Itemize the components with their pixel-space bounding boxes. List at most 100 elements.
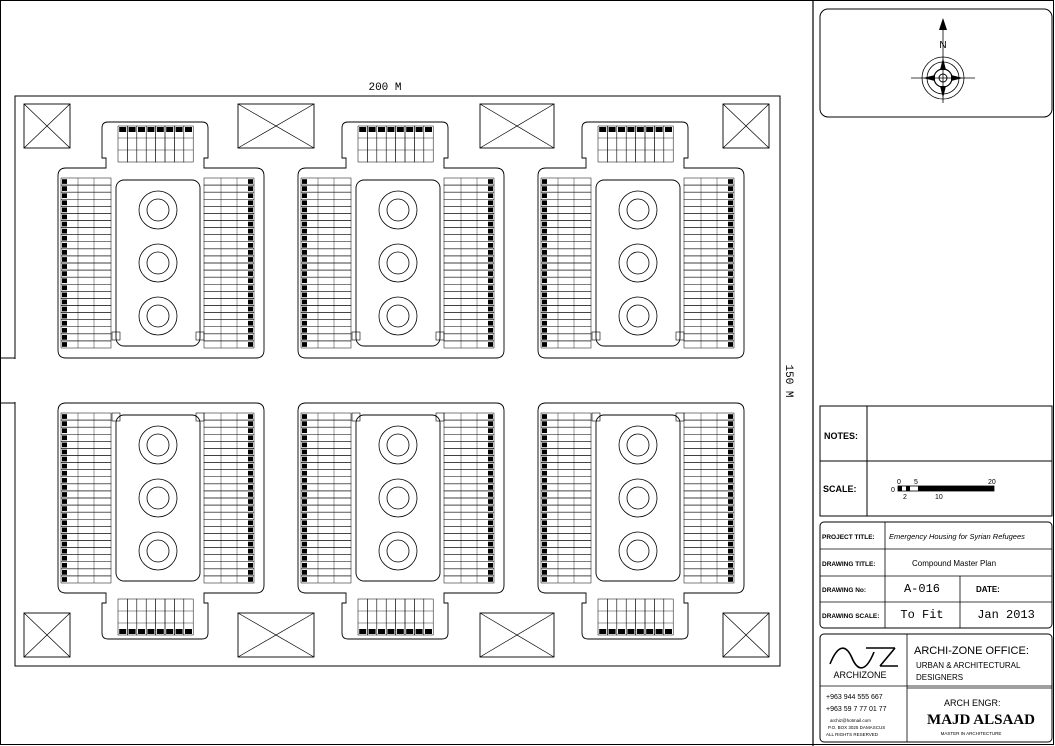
drawing-title: Compound Master Plan	[912, 559, 996, 568]
unit-column	[300, 177, 352, 349]
engr-sub: MASTER IN ARCHITECTURE	[941, 731, 1002, 736]
engr-name: MAJD ALSAAD	[927, 712, 1035, 728]
housing-unit	[203, 575, 255, 584]
project-info-panel	[819, 521, 1053, 629]
water-tank	[618, 531, 658, 571]
water-tank	[378, 425, 418, 465]
unit-row	[597, 125, 674, 163]
drawing-no-label: DRAWING No:	[822, 587, 866, 594]
housing-unit	[183, 598, 194, 636]
unit-row	[117, 125, 194, 163]
unit-column	[540, 177, 592, 349]
unit-column	[443, 177, 495, 349]
unit-column	[683, 412, 735, 584]
unit-column	[203, 177, 255, 349]
engr-label: ARCH ENGR:	[944, 698, 1001, 708]
unit-column	[683, 177, 735, 349]
office-phone-2: +963 59 7 77 01 77	[826, 706, 887, 713]
housing-unit	[300, 575, 352, 584]
open-area-box	[722, 103, 770, 149]
scale-tick-top-20: 20	[988, 479, 996, 486]
open-areas	[23, 103, 770, 658]
housing-block	[297, 402, 505, 640]
courtyard	[115, 414, 201, 582]
water-tank	[618, 478, 658, 518]
office-line-2: DESIGNERS	[916, 673, 963, 682]
scale-label: SCALE:	[823, 484, 857, 494]
compound-master-plan: 200 M 150 M	[1, 82, 794, 667]
water-tank	[138, 478, 178, 518]
water-tank	[378, 478, 418, 518]
open-area-box	[237, 612, 315, 658]
courtyard	[115, 179, 201, 347]
drawing-scale: To Fit	[900, 608, 943, 622]
water-tank	[618, 425, 658, 465]
housing-unit	[683, 340, 735, 349]
courtyard	[595, 414, 681, 582]
housing-unit	[423, 125, 434, 163]
water-tank	[618, 190, 658, 230]
unit-column	[443, 412, 495, 584]
water-tank	[378, 296, 418, 336]
housing-unit	[540, 340, 592, 349]
water-tank	[138, 190, 178, 230]
office-phone-1: +963 944 555 667	[826, 694, 883, 701]
housing-unit	[540, 291, 592, 299]
housing-block	[537, 121, 745, 359]
project-title-label: PROJECT TITLE:	[822, 534, 875, 541]
unit-row	[357, 598, 434, 636]
height-dimension: 150 M	[782, 364, 794, 397]
housing-blocks	[57, 121, 745, 640]
scale-tick-bottom-2: 2	[903, 494, 907, 501]
north-arrow-icon	[911, 18, 975, 103]
water-tank	[138, 425, 178, 465]
housing-unit	[540, 575, 592, 584]
open-area-box	[479, 103, 555, 149]
unit-column	[203, 412, 255, 584]
housing-unit	[203, 340, 255, 349]
housing-unit	[60, 575, 112, 584]
north-panel	[819, 8, 1053, 118]
scale-tick-bottom-0: 0	[891, 487, 895, 494]
unit-column	[300, 412, 352, 584]
water-tank	[618, 296, 658, 336]
office-small-1: archiz@hotmail.com	[830, 718, 871, 723]
water-tank	[378, 531, 418, 571]
open-area-box	[23, 612, 71, 658]
date-value: Jan 2013	[977, 608, 1035, 622]
housing-unit	[183, 125, 194, 163]
housing-unit	[443, 575, 495, 584]
water-tank	[138, 296, 178, 336]
title-block: N NOTES: SCALE: 0 5 20 0 2 10 PROJECT TI…	[819, 8, 1053, 743]
scale-tick-top-5: 5	[914, 479, 918, 486]
unit-column	[60, 412, 112, 584]
drawing-no: A-016	[904, 582, 940, 596]
unit-row	[357, 125, 434, 163]
office-small-3: ALL RIGHTS RESERVED	[826, 732, 879, 737]
housing-unit	[300, 412, 352, 421]
open-area-box	[23, 103, 71, 149]
notes-label: NOTES:	[824, 431, 858, 441]
housing-unit	[683, 575, 735, 584]
housing-unit	[423, 598, 434, 636]
housing-block	[537, 402, 745, 640]
logo-text: ARCHIZONE	[833, 670, 886, 680]
scale-tick-top-0: 0	[897, 479, 901, 486]
width-dimension: 200 M	[368, 82, 401, 94]
courtyard	[595, 179, 681, 347]
unit-column	[540, 412, 592, 584]
water-tank	[378, 190, 418, 230]
housing-block	[57, 402, 265, 640]
unit-row	[117, 598, 194, 636]
office-small-2: P.O. BOX 3025 DAMASCUS	[828, 725, 885, 730]
housing-unit	[663, 598, 674, 636]
courtyard	[355, 414, 441, 582]
date-label: DATE:	[976, 585, 1000, 594]
water-tank	[378, 243, 418, 283]
water-tank	[138, 243, 178, 283]
archizone-logo-icon	[829, 647, 898, 669]
housing-block	[57, 121, 265, 359]
housing-unit	[663, 125, 674, 163]
office-name: ARCHI-ZONE OFFICE:	[914, 645, 1029, 657]
